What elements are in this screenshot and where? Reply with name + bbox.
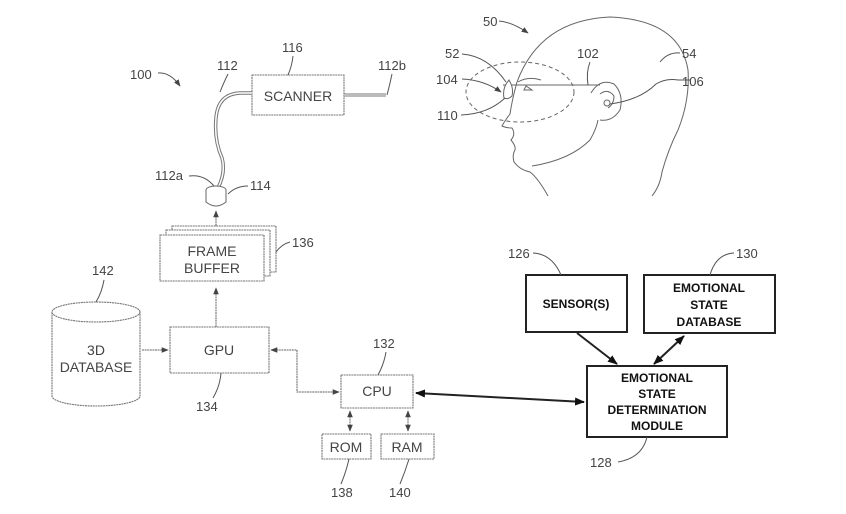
emotional-state-db-ref: 130 [736,246,758,261]
system-ref-label: 100 [130,67,152,82]
esdm-leader [617,436,648,463]
eye-region-ref: 110 [437,108,458,123]
fiber-end-a-ref: 112a [155,168,184,183]
esdm-ref: 128 [590,455,612,470]
frame-buffer-line2: BUFFER [184,260,240,276]
user-ref: 50 [483,14,497,29]
fiber-leader [219,73,229,93]
emotional-state-db-line2: STATE [690,298,728,312]
emotional-state-db-line1: EMOTIONAL [673,281,745,295]
lens-ref: 114 [250,178,271,193]
lens-leader [227,185,249,195]
display-ref: 104 [436,72,458,87]
eye-region-outline [465,61,575,123]
display-leader [461,78,502,93]
emotional-state-db-leader [709,252,735,276]
head-leader [659,52,681,63]
emotional-state-db-line3: DATABASE [677,315,742,329]
eyewear-display [503,79,514,100]
scanner-leader [287,55,294,76]
esdm-line2: STATE [638,387,676,401]
sensors-leader [532,252,562,276]
sensors-box [525,274,628,333]
arrow-gpu-cpu [270,347,340,395]
user-ref-arrow [498,20,529,34]
frame-buffer-ref: 136 [292,235,314,250]
rom-box [321,433,372,460]
database-3d-cylinder [51,301,141,407]
ear-speaker-ref: 106 [682,74,704,89]
lens-icon [205,185,227,207]
cpu-leader [377,351,387,376]
scanner-label: SCANNER [264,88,332,104]
cpu-label: CPU [362,383,392,399]
ram-box [380,433,435,460]
head-ref: 54 [682,46,696,61]
fiber-end-a-leader [188,175,215,187]
rom-leader [340,458,350,485]
esdm-line1: EMOTIONAL [621,371,693,385]
ear-speaker-cable [609,79,690,105]
esdm-line4: MODULE [631,419,683,433]
eyewear-leader [461,53,507,83]
frame-buffer-leader [275,241,291,253]
gpu-ref: 134 [196,399,218,414]
rom-label: ROM [330,439,363,455]
frame-arm-leader [586,61,591,86]
gpu-leader [212,372,222,399]
eyewear-ref: 52 [445,46,459,61]
gpu-box [169,326,270,374]
arrow-cpu-esdm [415,389,585,406]
ram-label: RAM [391,439,422,455]
ram-leader [399,458,410,485]
database-3d-line2: DATABASE [60,359,133,375]
fiber-end-b-leader [386,73,393,96]
fiber-ref: 112 [217,58,238,73]
cpu-ref: 132 [373,336,395,351]
scanner-ref: 116 [282,40,303,55]
system-ref-arrow [157,72,181,87]
database-3d-ref: 142 [92,263,114,278]
ram-ref: 140 [389,485,411,500]
fiber-cable [213,91,252,189]
user-head-illustration [501,16,689,197]
rom-ref: 138 [331,485,353,500]
esdm-box [586,365,728,438]
cpu-box [340,374,414,409]
sensors-ref: 126 [508,246,530,261]
emotional-state-db-box [643,274,776,334]
frame-arm-ref: 102 [577,46,599,61]
esdm-line3: DETERMINATION [607,403,706,417]
fiber-end-b-ref: 112b [378,58,406,73]
database-3d-leader [95,279,105,303]
eye-region-leader [460,97,506,116]
arrow-sensors-esdm [576,332,618,365]
frame-buffer-box [159,234,265,282]
gpu-label: GPU [204,342,234,358]
database-3d-line1: 3D [87,342,105,358]
frame-buffer-line1: FRAME [188,243,237,259]
arrow-esdb-esdm [653,335,685,365]
sensors-label: SENSOR(S) [543,297,610,311]
